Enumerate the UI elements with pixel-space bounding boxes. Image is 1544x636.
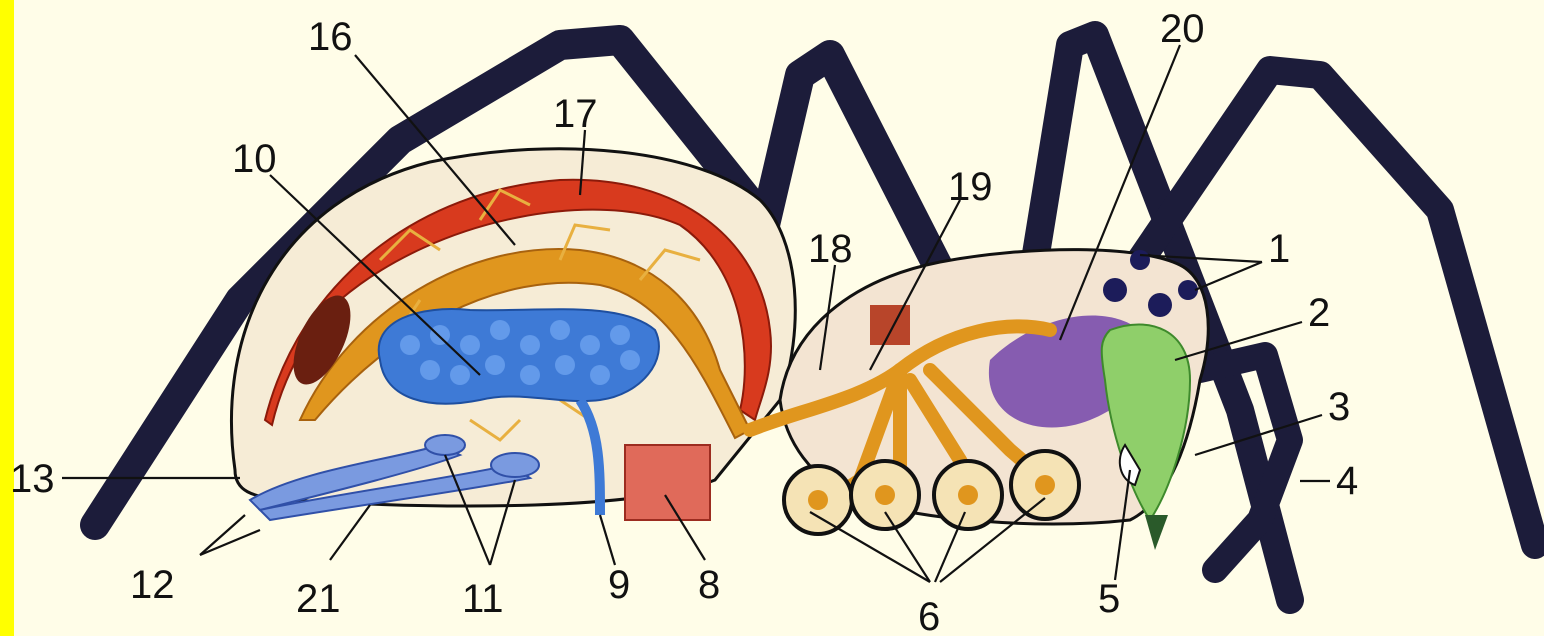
label-4: 4 [1336,459,1358,503]
egg-mass [379,309,659,404]
label-12: 12 [130,563,175,607]
muscle-block [625,445,710,520]
leader-1b [1195,262,1262,290]
leader-9 [600,515,615,565]
label-19: 19 [948,165,993,209]
label-5: 5 [1098,577,1120,621]
label-17: 17 [553,92,598,136]
leader-12a [200,515,245,555]
label-20: 20 [1160,7,1205,51]
label-10: 10 [232,137,277,181]
thorax-muscle [870,305,910,345]
leader-12b [200,530,260,555]
label-8: 8 [698,563,720,607]
label-1: 1 [1268,227,1290,271]
cephalothorax [750,250,1208,550]
label-3: 3 [1328,385,1350,429]
label-6: 6 [918,595,940,636]
label-21: 21 [296,577,341,621]
label-9: 9 [608,563,630,607]
label-18: 18 [808,227,853,271]
label-11: 11 [462,577,504,621]
leader-21 [330,505,370,560]
label-2: 2 [1308,291,1330,335]
label-16: 16 [308,15,353,59]
leg-2 [765,55,950,290]
fang [1145,515,1168,550]
label-13: 13 [10,457,55,501]
